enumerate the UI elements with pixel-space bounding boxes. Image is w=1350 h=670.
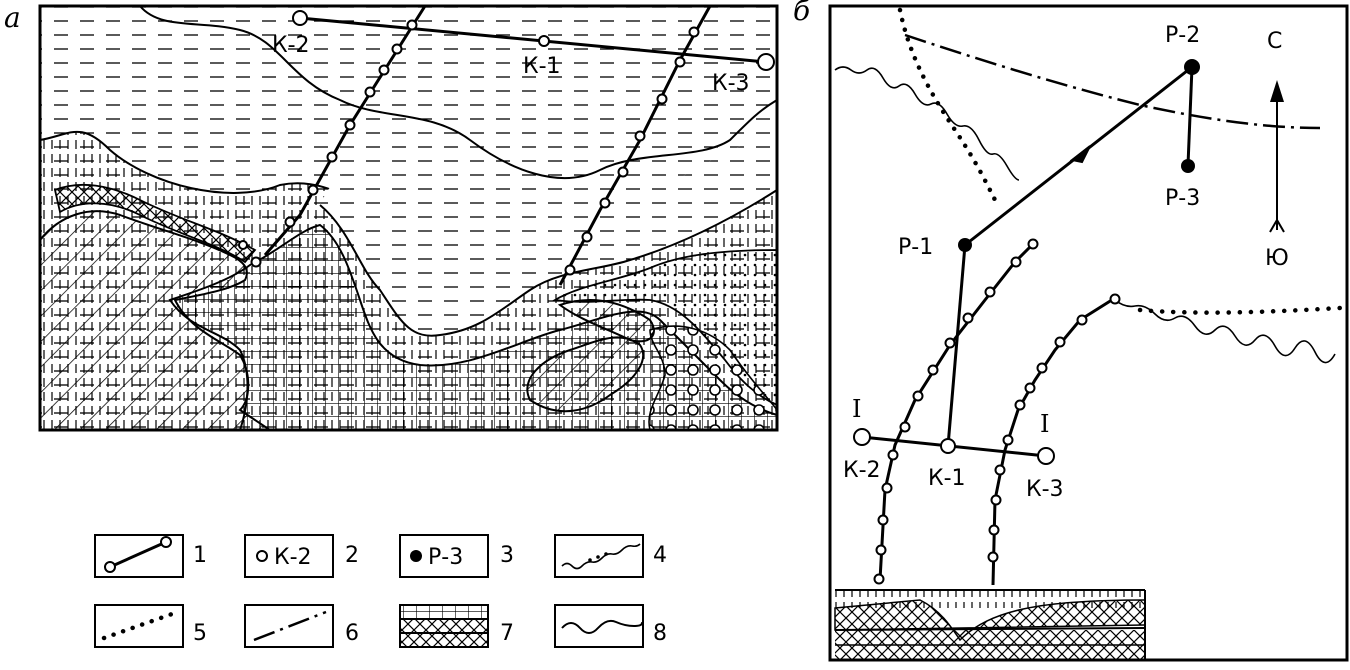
well-k2-a: [292, 10, 308, 26]
panel-a-letter: a: [4, 1, 21, 34]
legend: 1 К-2 2 Р-3 3 4 5: [94, 534, 667, 648]
legend-text-3: Р-3: [428, 545, 463, 570]
wavy-boundary-upper: [834, 66, 1020, 181]
legend-item-1: 1: [94, 534, 207, 578]
legend-item-8: 8: [554, 604, 667, 648]
well-k1-a: [538, 35, 550, 47]
label-k3-b: К-3: [1026, 477, 1064, 502]
label-k2-b: К-2: [843, 458, 881, 483]
dotted-boundary-upper: [897, 7, 998, 203]
profile-line-a: [299, 16, 767, 64]
wavy-boundary-right: [1114, 299, 1336, 364]
label-south: Ю: [1265, 246, 1289, 271]
label-p3: Р-3: [1165, 186, 1200, 211]
panel-b: б Р-1 Р-2 Р-3 К-2 К-1 К-3 I I: [793, 0, 1349, 662]
dotted-boundary-right: [1137, 305, 1343, 315]
panel-a-frame: [38, 4, 779, 432]
legend-item-5: 5: [94, 604, 207, 648]
panel-b-frame: [828, 4, 1349, 662]
label-i-left: I: [852, 395, 861, 423]
trajectory-left-b-points: [873, 238, 1039, 585]
unit-diagonal-left: [39, 210, 274, 431]
label-p2: Р-2: [1165, 23, 1200, 48]
legend-num-6: 6: [345, 621, 359, 646]
well-k2-b: [853, 428, 871, 446]
label-north: С: [1267, 29, 1282, 54]
well-k1-b: [940, 438, 956, 454]
legend-item-2: К-2 2: [244, 534, 359, 578]
legend-item-7: 7: [399, 604, 514, 648]
label-k1-b: К-1: [928, 466, 966, 491]
trajectory-right-b: [991, 296, 1116, 586]
borehole-p3: [1181, 159, 1195, 173]
trajectory-right-points: [564, 26, 700, 276]
legend-num-4: 4: [653, 543, 667, 568]
trajectory-right-b-points: [987, 293, 1121, 563]
trajectory-left-points: [238, 19, 418, 268]
legend-text-2: К-2: [274, 545, 312, 570]
label-p1: Р-1: [898, 235, 933, 260]
trajectory-left-a: [263, 5, 427, 256]
legend-item-4: 4: [554, 534, 667, 578]
legend-item-3: Р-3 3: [399, 534, 514, 578]
legend-num-7: 7: [500, 621, 514, 646]
label-k1-a: К-1: [523, 54, 561, 79]
label-k3-a: К-3: [712, 71, 750, 96]
legend-num-8: 8: [653, 621, 667, 646]
line-p1-k1: [946, 244, 967, 447]
well-k3-a: [757, 53, 775, 71]
label-k2-a: К-2: [272, 33, 310, 58]
legend-item-6: 6: [244, 604, 359, 648]
north-arrow-head: [1270, 80, 1284, 102]
unit-diagonal-right: [526, 336, 645, 413]
unit-crosshatch-band: [53, 183, 257, 264]
borehole-p2: [1184, 59, 1200, 75]
profile-p2-p3: [1186, 66, 1194, 166]
section-strip: [834, 589, 1146, 660]
legend-num-5: 5: [193, 621, 207, 646]
legend-num-1: 1: [193, 543, 207, 568]
panel-b-letter: б: [793, 0, 811, 27]
panel-a: a К-2 К-1 К-3: [4, 1, 779, 432]
direction-arrow: [1069, 145, 1091, 164]
well-k3-b: [1037, 447, 1055, 465]
legend-num-3: 3: [500, 543, 514, 568]
legend-num-2: 2: [345, 543, 359, 568]
label-i-right: I: [1040, 410, 1049, 438]
